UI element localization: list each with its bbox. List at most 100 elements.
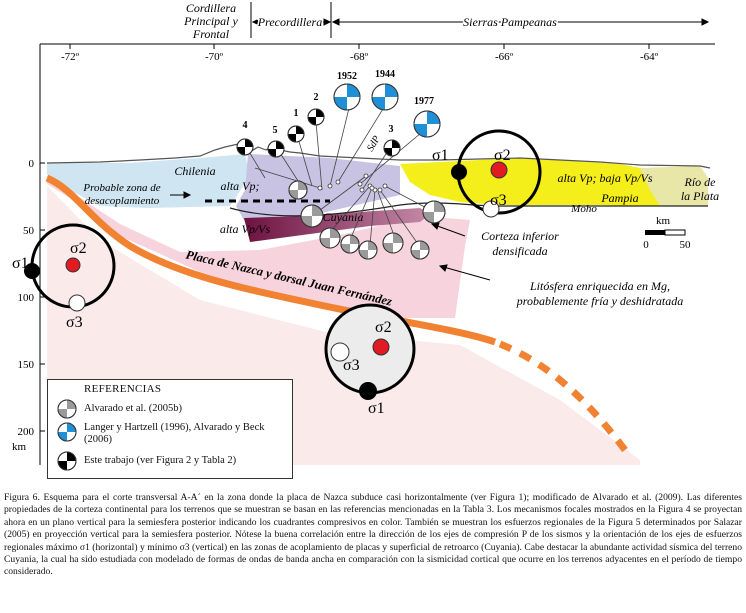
focal-alvarado-8	[288, 180, 308, 200]
reference-alvarado: Alvarado et al. (2005b)	[84, 403, 182, 414]
mantle-wedge-region	[47, 176, 470, 318]
focal-alvarado-6	[410, 240, 430, 260]
label-moho: Moho	[570, 203, 597, 215]
focal-alvarado-2	[319, 227, 341, 249]
longitude-label: -66º	[495, 51, 514, 63]
depth-label: 50	[23, 225, 35, 237]
references-legend: REFERENCIAS Alvarado et al. (2005b) Lang…	[47, 379, 293, 479]
label-rio-line2: la Plata	[681, 189, 719, 203]
reference-este-trabajo: Este trabajo (ver Figura 2 y Tabla 2)	[84, 455, 237, 466]
depth-label: 200	[18, 426, 35, 438]
stress-circle-center: σ2 σ3 σ1	[324, 303, 416, 417]
focal-event-4	[236, 138, 254, 156]
focal-1977	[413, 110, 441, 138]
event-3: 3	[389, 124, 394, 135]
label-chilenia: Chilenia	[174, 164, 215, 178]
longitude-label: -68º	[350, 51, 369, 63]
litosfera-arrow	[438, 264, 491, 281]
longitude-label: -70º	[205, 51, 224, 63]
longitude-label: -72º	[61, 51, 80, 63]
focal-event-2	[307, 108, 325, 126]
focal-event-5	[267, 140, 285, 158]
sigma1-right: σ1	[432, 147, 449, 164]
focal-mechanisms	[236, 83, 446, 260]
event-5: 5	[273, 125, 278, 136]
depth-label: 100	[18, 292, 35, 304]
sigma2-right: σ2	[494, 147, 511, 164]
label-decoupling-line1: Probable zona de	[82, 182, 160, 194]
sigma2-center: σ2	[375, 319, 392, 336]
year-1944: 1944	[375, 69, 395, 80]
precordillera-arrow	[251, 18, 332, 26]
label-pampia: Pampia	[600, 191, 638, 205]
sigma1-left: σ1	[12, 255, 29, 272]
scale-bar: km 0 50	[643, 215, 691, 251]
focal-alvarado-7	[422, 200, 446, 224]
sigma3-right: σ3	[490, 192, 507, 209]
sigma2-left: σ2	[70, 240, 87, 257]
label-sdp: SdP	[365, 134, 383, 153]
stress-circle-left: σ1 σ2 σ3	[12, 223, 116, 331]
event-4: 4	[243, 120, 248, 131]
crust-region-chilenia	[47, 154, 250, 208]
densified-lower-crust	[244, 208, 430, 242]
label-decoupling-line2: desacoplamiento	[85, 195, 160, 207]
scale-tick-0: 0	[643, 239, 649, 251]
hypocentres	[297, 173, 388, 193]
event-1: 1	[294, 108, 299, 119]
sigma3-center: σ3	[343, 357, 360, 374]
legend-symbols	[57, 399, 77, 471]
label-alta-vpvs: alta Vp/Vs	[220, 222, 271, 236]
stress-circle-right: σ1 σ2 σ3	[432, 129, 542, 218]
focal-event-1	[287, 125, 305, 143]
focal-1944	[371, 83, 399, 111]
depth-unit: km	[12, 441, 27, 453]
nazca-plate-projection	[498, 340, 628, 453]
label-litosfera-line1: Litósfera enriquecida en Mg,	[529, 279, 670, 293]
depth-ticks: 0 50 100 150 200	[18, 158, 45, 438]
scale-tick-50: 50	[680, 239, 692, 251]
reference-langer: Langer y Hartzell (1996), Alvarado y Bec…	[84, 422, 265, 445]
region-cordillera-line2: Principal y	[183, 14, 238, 28]
label-corteza-line1: Corteza inferior	[481, 229, 559, 243]
legend-langer-icon	[57, 422, 77, 442]
sierras-arrow	[331, 18, 710, 26]
region-precordillera: Precordillera	[257, 15, 322, 29]
figure-caption: Figura 6. Esquema para el corte transver…	[4, 492, 742, 578]
focal-alvarado-4	[358, 240, 378, 260]
crust-region-rio-de-la-plata	[640, 166, 708, 206]
focal-event-3	[383, 139, 401, 157]
depth-label: 150	[18, 359, 35, 371]
crust-region-pampia	[400, 158, 708, 206]
focal-1952	[333, 83, 361, 111]
year-1977: 1977	[414, 96, 434, 107]
scale-unit: km	[656, 215, 671, 227]
label-litosfera: Litósfera enriquecida en Mg,probablement…	[516, 279, 684, 308]
focal-alvarado-5	[382, 232, 404, 254]
depth-label: 0	[29, 158, 35, 170]
sigma1-center: σ1	[368, 400, 385, 417]
label-corteza-line2: densificada	[492, 244, 547, 258]
legend-este-trabajo-icon	[57, 451, 77, 471]
sigma3-left: σ3	[66, 314, 83, 331]
focal-alvarado-3	[340, 234, 360, 254]
year-1952: 1952	[337, 71, 357, 82]
decoupling-arrow	[170, 191, 192, 199]
legend-alvarado-icon	[57, 399, 77, 419]
label-alta-vp-baja: alta Vp; baja Vp/Vs	[558, 171, 653, 185]
corteza-arrow	[430, 222, 466, 237]
longitude-label: -64º	[640, 51, 659, 63]
region-cordillera-line3: Frontal	[192, 27, 230, 41]
nazca-plate	[45, 174, 497, 346]
region-sierras-pampeanas: Sierras Pampeanas	[463, 15, 557, 29]
region-cordillera-line1: Cordillera	[186, 1, 236, 15]
label-rio-line1: Río de	[684, 175, 717, 189]
event-2: 2	[314, 92, 319, 103]
label-alta-vp: alta Vp;	[221, 179, 260, 193]
references-title: REFERENCIAS	[84, 383, 162, 395]
focal-alvarado-1	[300, 204, 324, 228]
